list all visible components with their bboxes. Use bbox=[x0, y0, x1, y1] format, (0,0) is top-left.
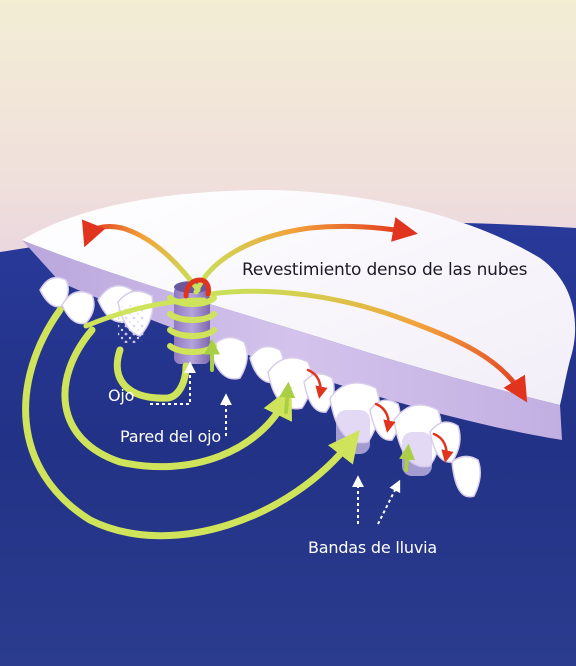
eye-label: Ojo bbox=[108, 388, 134, 404]
cloud-cover-label: Revestimiento denso de las nubes bbox=[242, 262, 527, 279]
rain-bands-label: Bandas de lluvia bbox=[308, 540, 437, 556]
eyewall-label: Pared del ojo bbox=[120, 429, 221, 445]
